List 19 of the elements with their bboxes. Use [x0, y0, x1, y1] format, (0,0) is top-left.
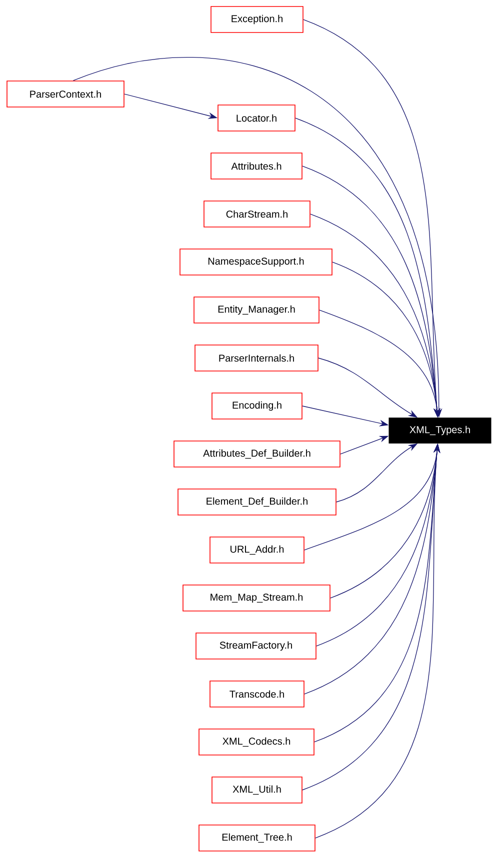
file-box: Element_Def_Builder.h — [178, 488, 336, 516]
file-box: URL_Addr.h — [210, 536, 304, 564]
file-box: Mem_Map_Stream.h — [182, 584, 330, 612]
file-box: Attributes.h — [210, 152, 302, 180]
file-box: StreamFactory.h — [196, 632, 316, 660]
file-box: ParserContext.h — [6, 80, 124, 108]
highlighted-file-box: XML_Types.h — [388, 418, 492, 444]
file-box: NamespaceSupport.h — [180, 248, 332, 276]
file-box: CharStream.h — [204, 200, 310, 228]
file-box: Entity_Manager.h — [194, 296, 320, 324]
file-box: XML_Codecs.h — [198, 728, 314, 756]
file-box: Exception.h — [210, 6, 304, 33]
file-box: Transcode.h — [210, 680, 304, 708]
file-box: XML_Util.h — [212, 776, 302, 804]
file-box: ParserInternals.h — [194, 344, 318, 372]
file-box: Element_Tree.h — [198, 824, 316, 852]
file-box: Locator.h — [218, 104, 296, 132]
file-box: Attributes_Def_Builder.h — [174, 440, 340, 468]
file-box: Encoding.h — [212, 392, 302, 420]
